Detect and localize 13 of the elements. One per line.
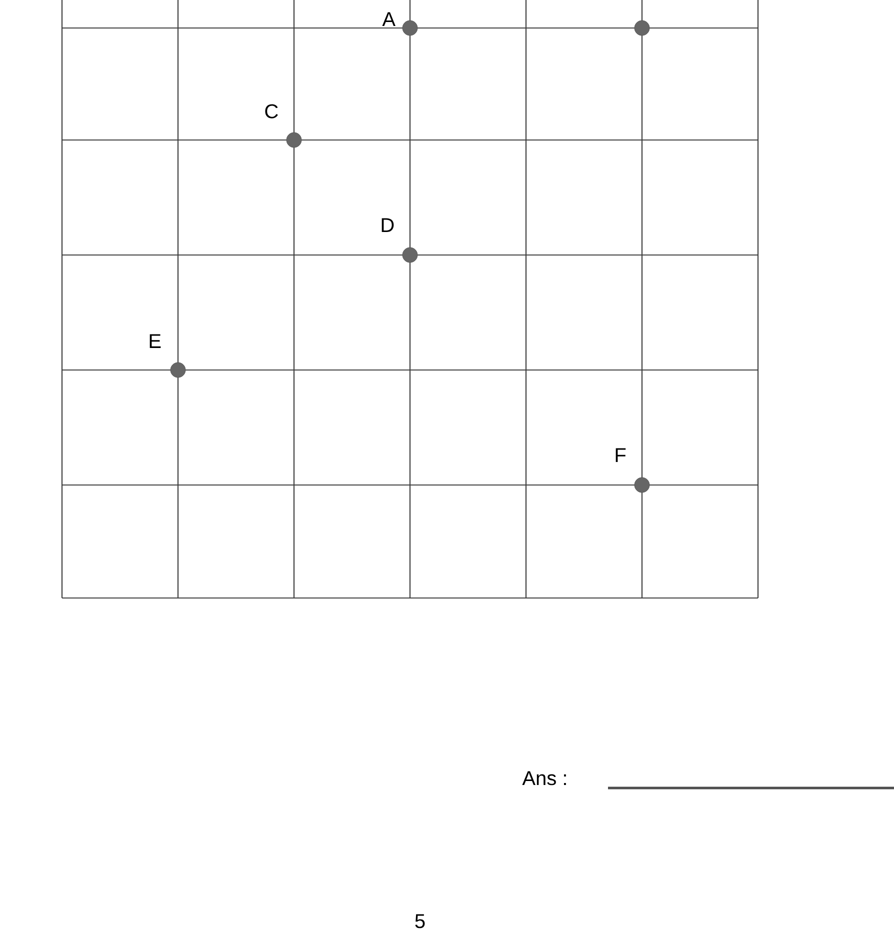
- point-label: C: [265, 104, 278, 118]
- point-dot: [286, 132, 302, 148]
- point-label: E: [150, 334, 161, 348]
- point-dot: [170, 362, 186, 378]
- point-dot: [634, 20, 650, 36]
- point-dot: [402, 20, 418, 36]
- point-dot: [634, 477, 650, 493]
- point-dot: [402, 247, 418, 263]
- point-label: F: [616, 448, 626, 462]
- point-label: D: [382, 218, 394, 232]
- page-number: 5: [415, 914, 425, 928]
- answer-prompt: Ans :: [522, 771, 566, 786]
- point-label: A: [382, 12, 396, 26]
